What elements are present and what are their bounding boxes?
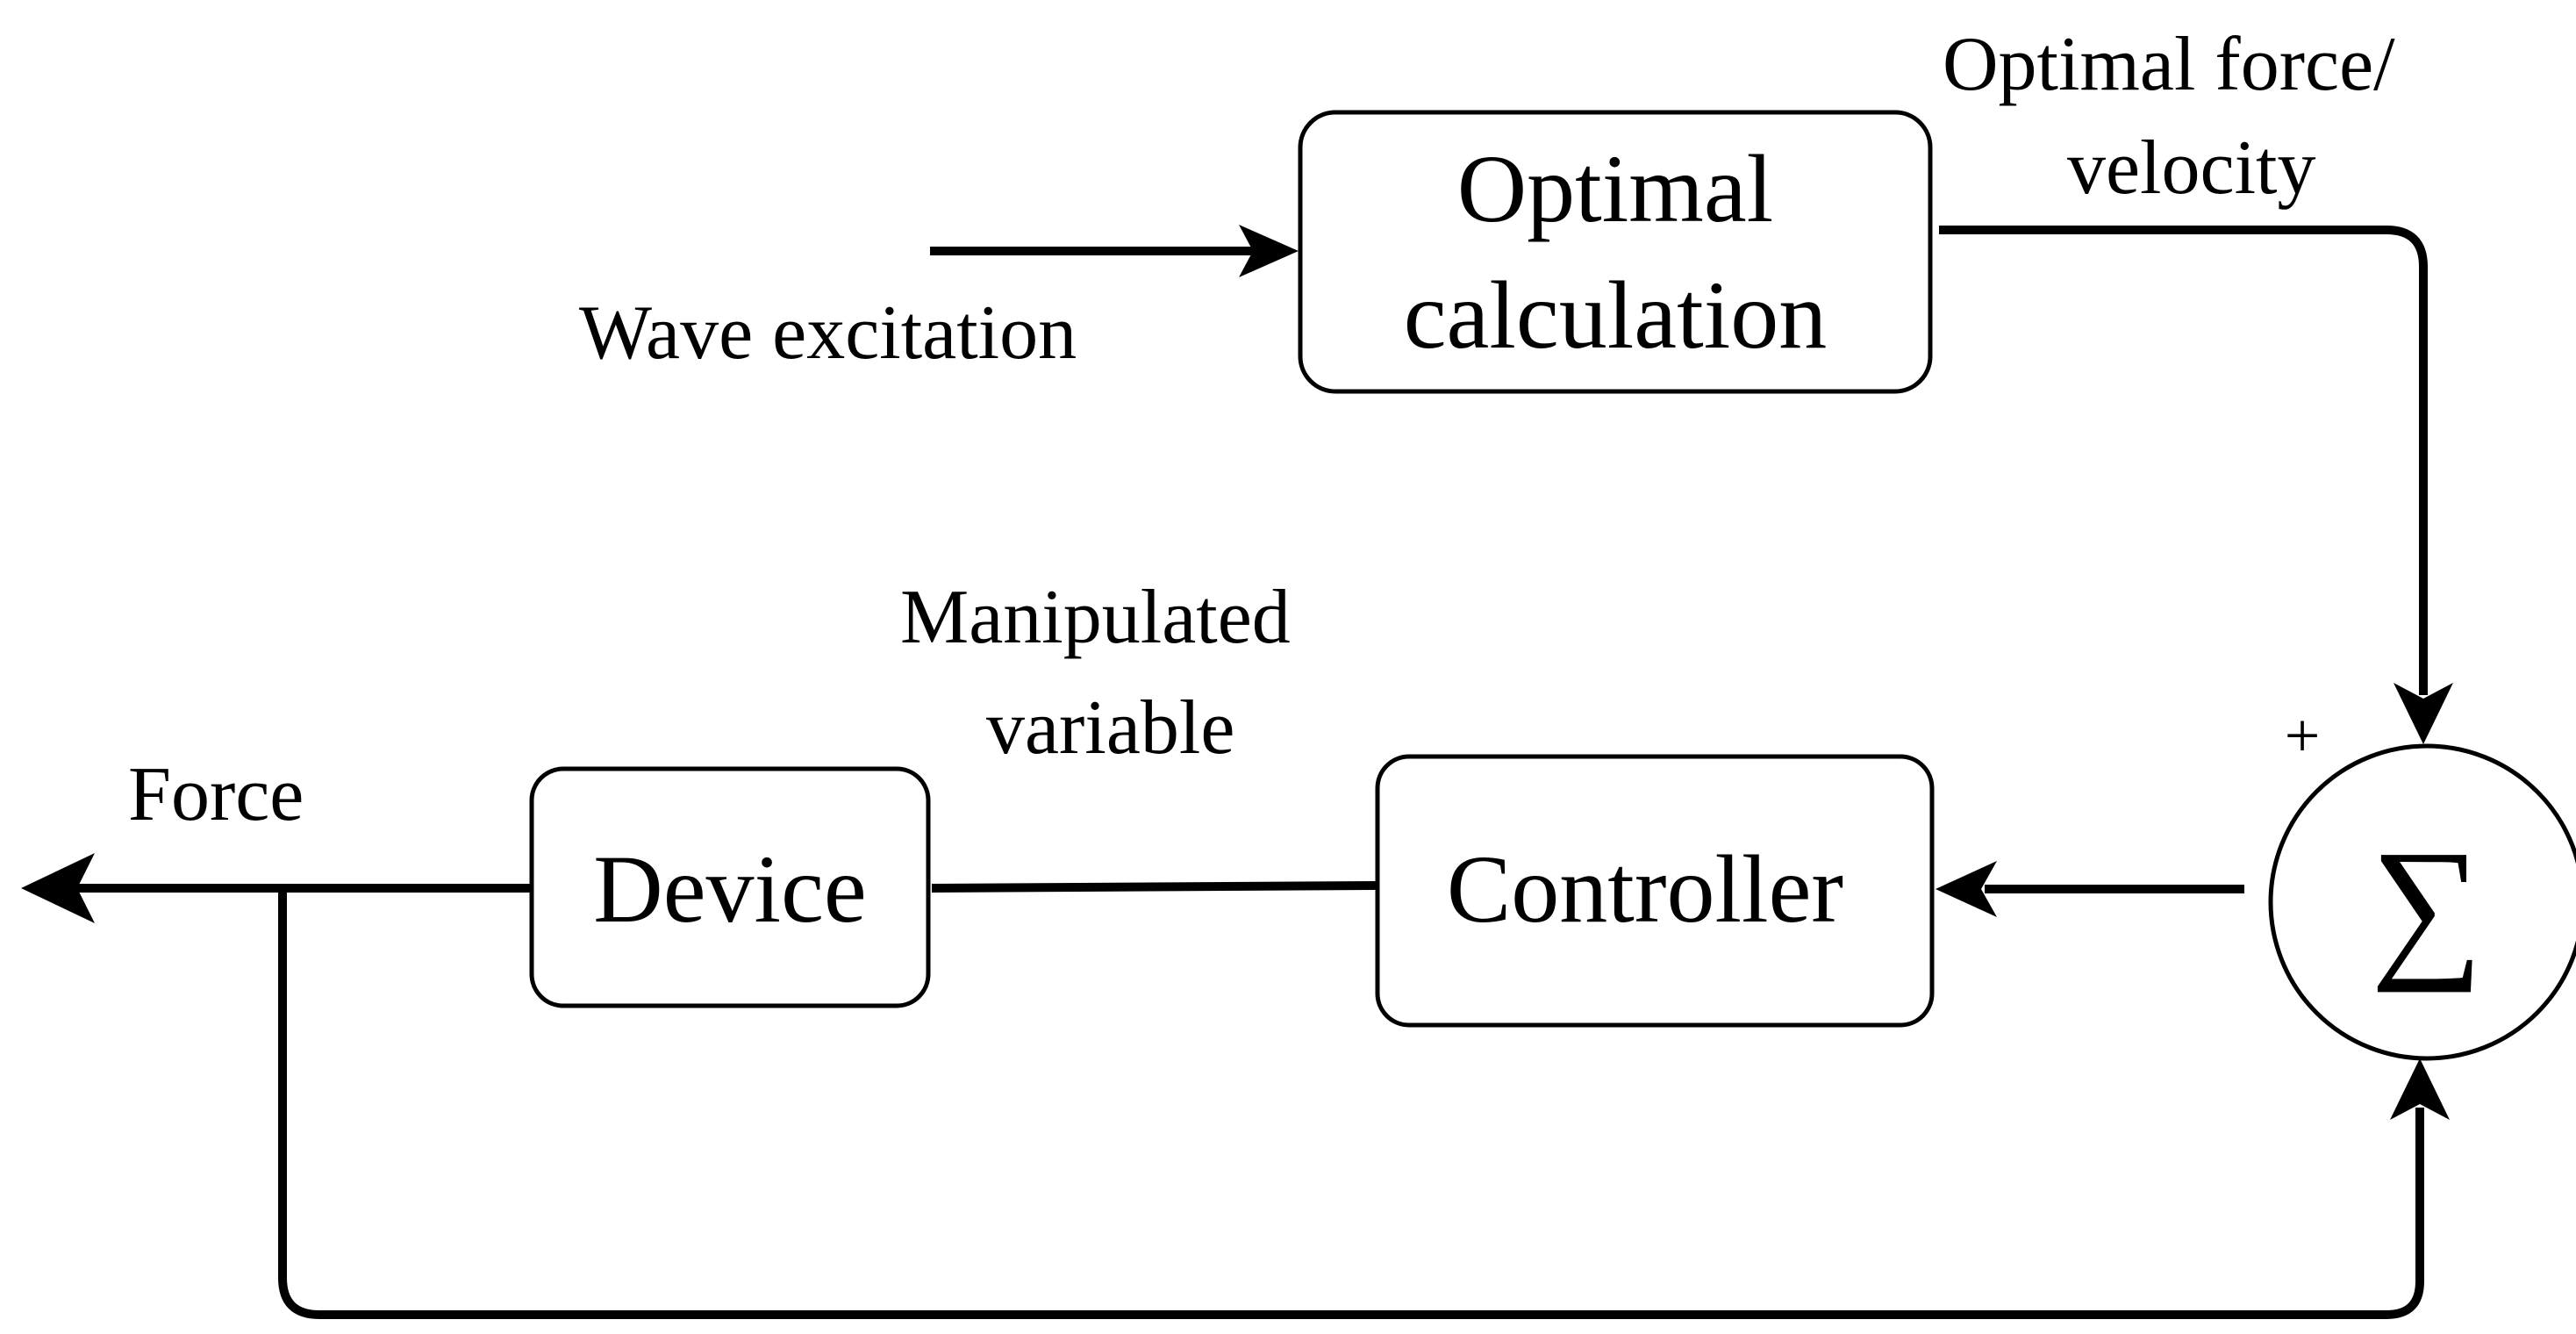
sigma-symbol: ∑ <box>2371 818 2483 993</box>
optimal-calculation-block <box>1298 110 1933 394</box>
optimal-output-label-line1: Optimal force/ <box>1943 22 2395 107</box>
manipulated-variable-label-line1: Manipulated <box>900 575 1291 660</box>
manipulated-variable-label-line2: variable <box>986 685 1234 771</box>
optimal-calculation-label-line1: Optimal <box>1457 135 1774 242</box>
wave-excitation-arrowhead <box>1239 225 1299 277</box>
feedback-arrowhead <box>2390 1058 2450 1120</box>
optimal-output-line <box>1939 226 2428 695</box>
device-label: Device <box>593 836 866 943</box>
summing-junction <box>2268 743 2576 1061</box>
controller-block <box>1375 754 1935 1028</box>
wave-excitation-label: Wave excitation <box>579 290 1077 376</box>
optimal-calculation-label-line2: calculation <box>1404 262 1828 369</box>
optimal-output-arrowhead <box>2394 683 2453 744</box>
optimal-output-label-line2: velocity <box>2067 126 2315 211</box>
force-label: Force <box>128 752 304 837</box>
device-block <box>529 766 931 1008</box>
feedback-line <box>278 888 2424 1319</box>
plus-sign: + <box>2285 700 2321 771</box>
manipulated-variable-line <box>931 881 1377 893</box>
error-signal-arrowhead <box>1936 861 1997 917</box>
force-output-arrowhead <box>21 853 95 923</box>
controller-label: Controller <box>1447 836 1843 943</box>
